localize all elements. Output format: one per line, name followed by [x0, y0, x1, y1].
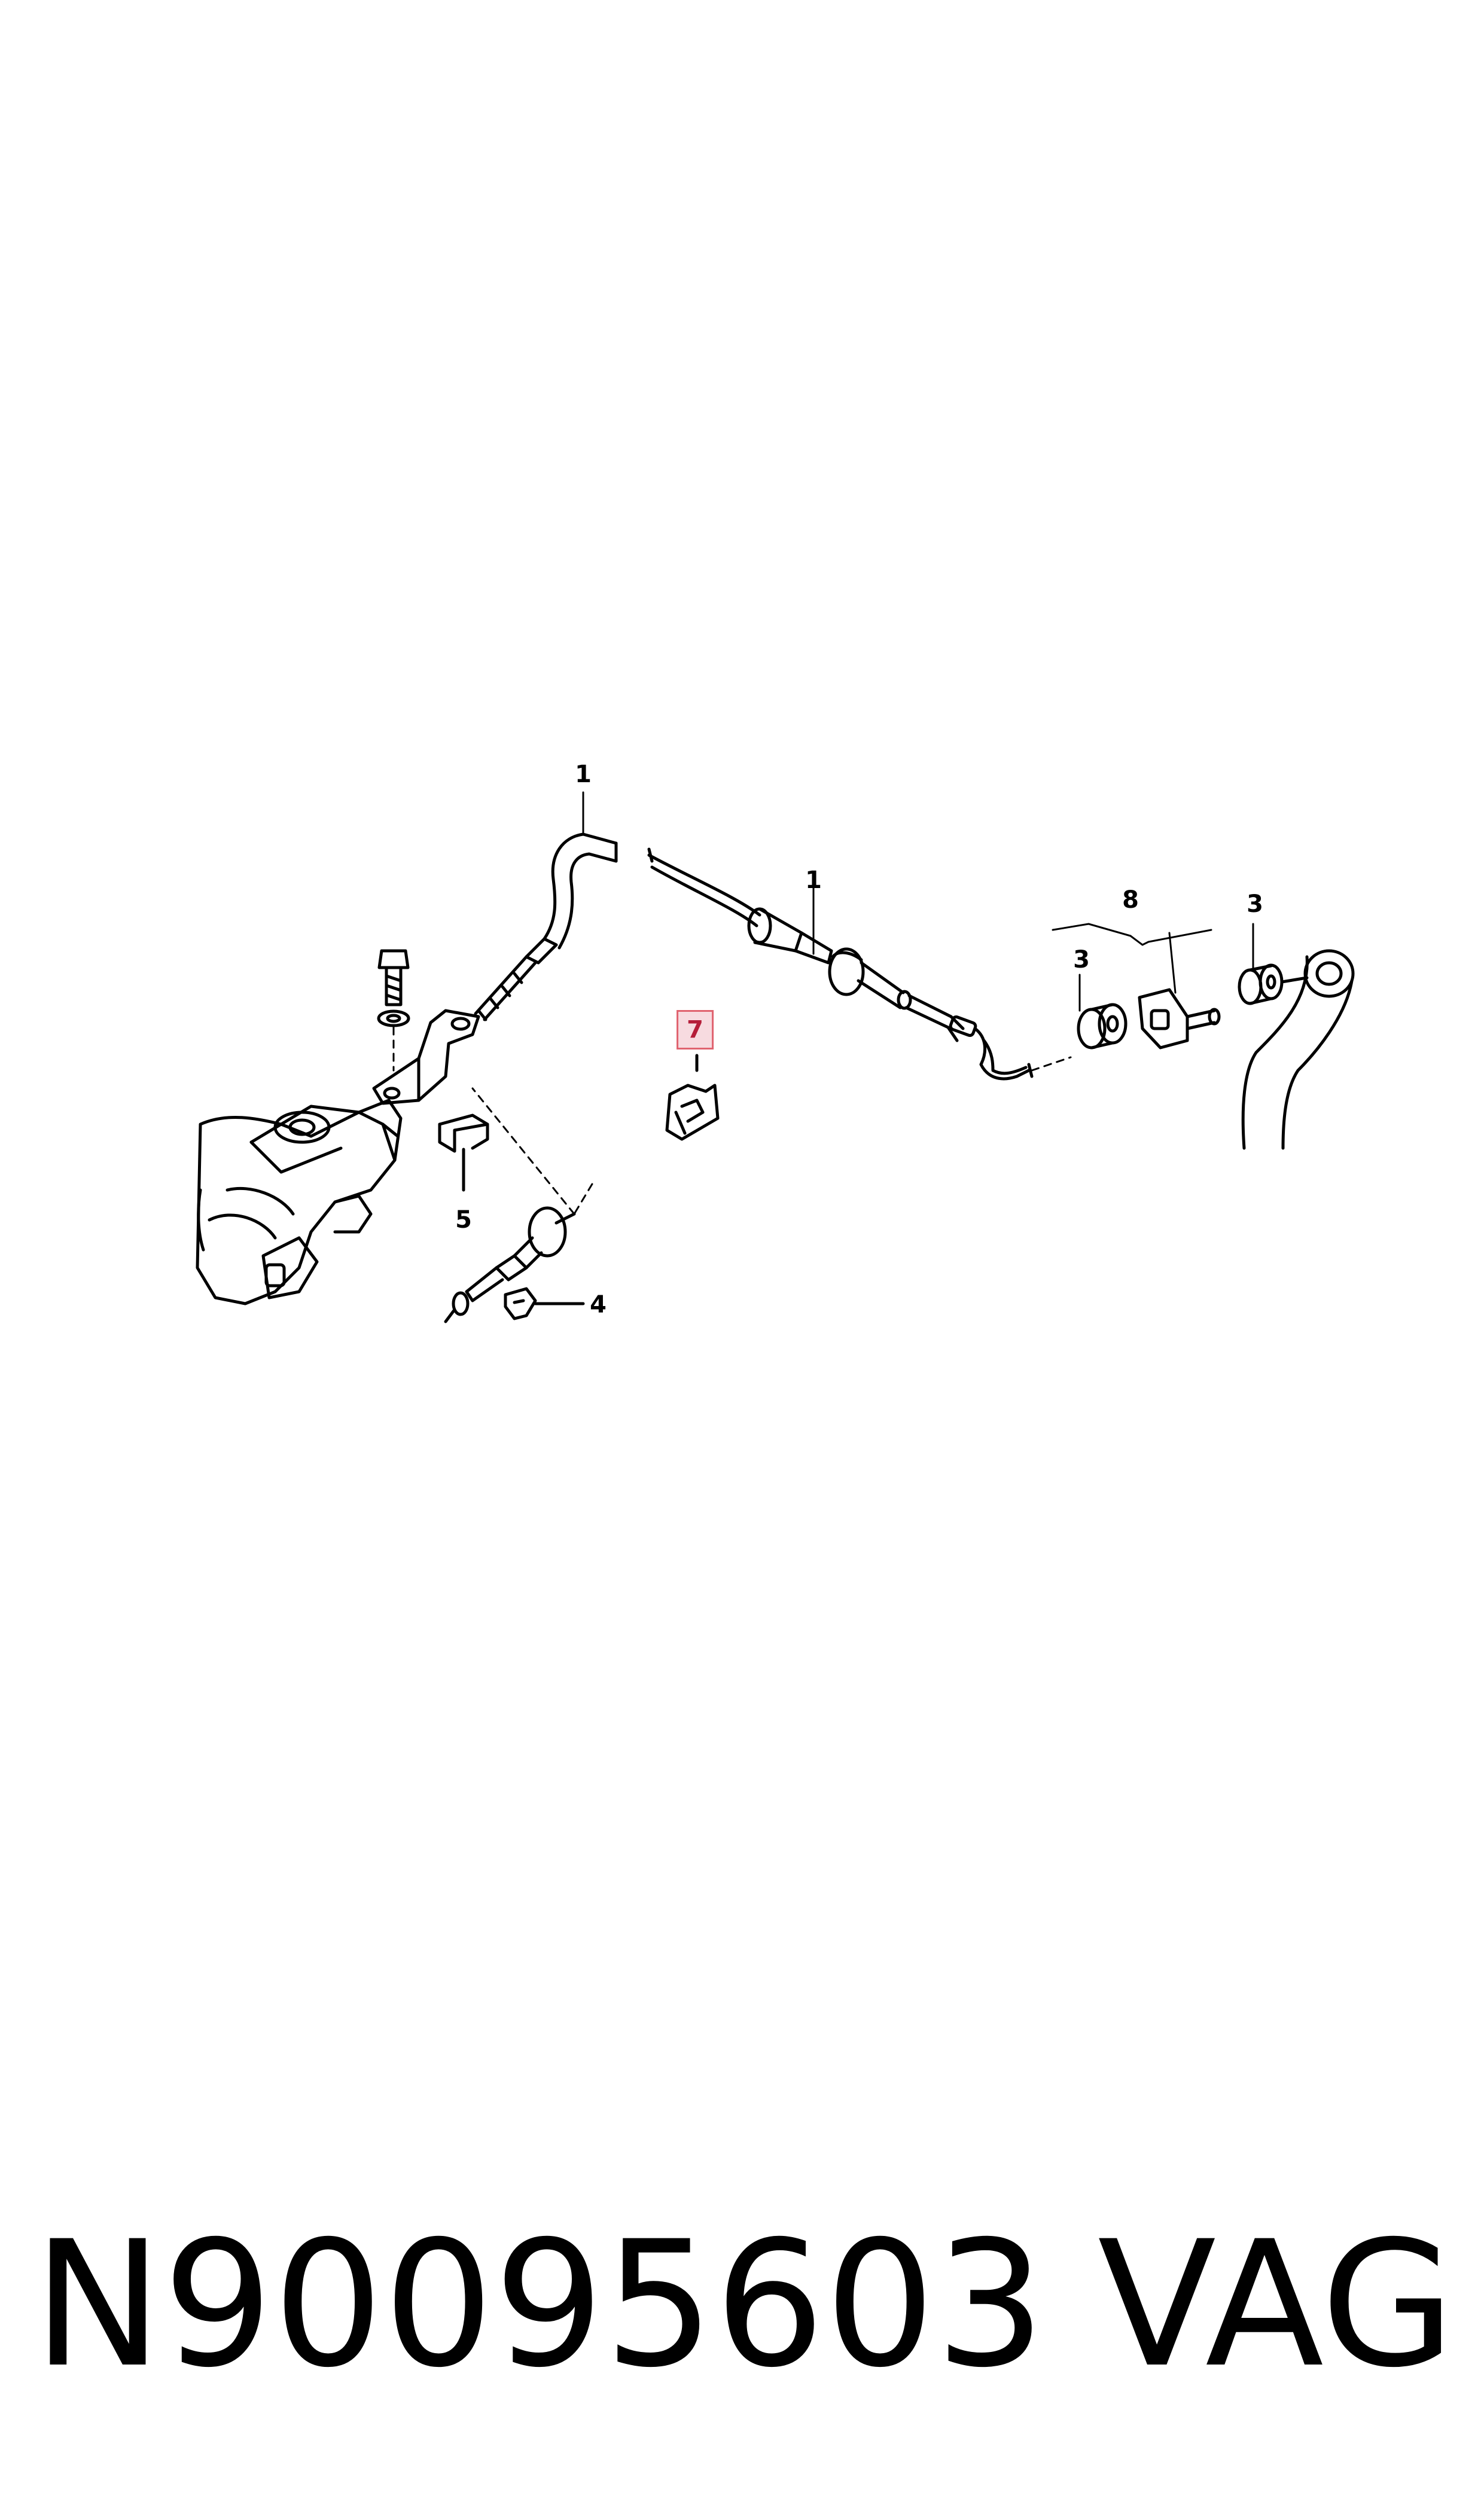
mounting-bracket [372, 1009, 480, 1105]
callout-7-highlighted: 7 [677, 1010, 714, 1050]
brand-name: VAG [1098, 2204, 1455, 2406]
callout-3-left: 3 [1073, 946, 1090, 974]
callout-5: 5 [455, 1206, 472, 1234]
bushing-right [1238, 963, 1309, 1005]
cable-upper-section [474, 832, 761, 1021]
cable-middle-section [747, 907, 1072, 1081]
callout-4: 4 [590, 1291, 607, 1319]
transmission-housing [196, 1099, 403, 1305]
part-number: N90095603 [33, 2204, 1046, 2406]
cable-lower-end [444, 1087, 593, 1323]
callout-1-top: 1 [575, 761, 592, 788]
cable-end-bracket [1138, 988, 1221, 1050]
clip-seven [665, 1054, 720, 1141]
bolt-and-washer [377, 949, 410, 1072]
bushing-left [1077, 1003, 1128, 1050]
callout-8: 8 [1122, 886, 1139, 914]
clip-four [504, 1287, 585, 1320]
lever-arm [1241, 949, 1355, 1150]
callout-3-right: 3 [1247, 890, 1263, 918]
callout-1-middle: 1 [805, 867, 822, 894]
clip-five [438, 1113, 489, 1192]
leader-lines [582, 791, 1254, 1012]
